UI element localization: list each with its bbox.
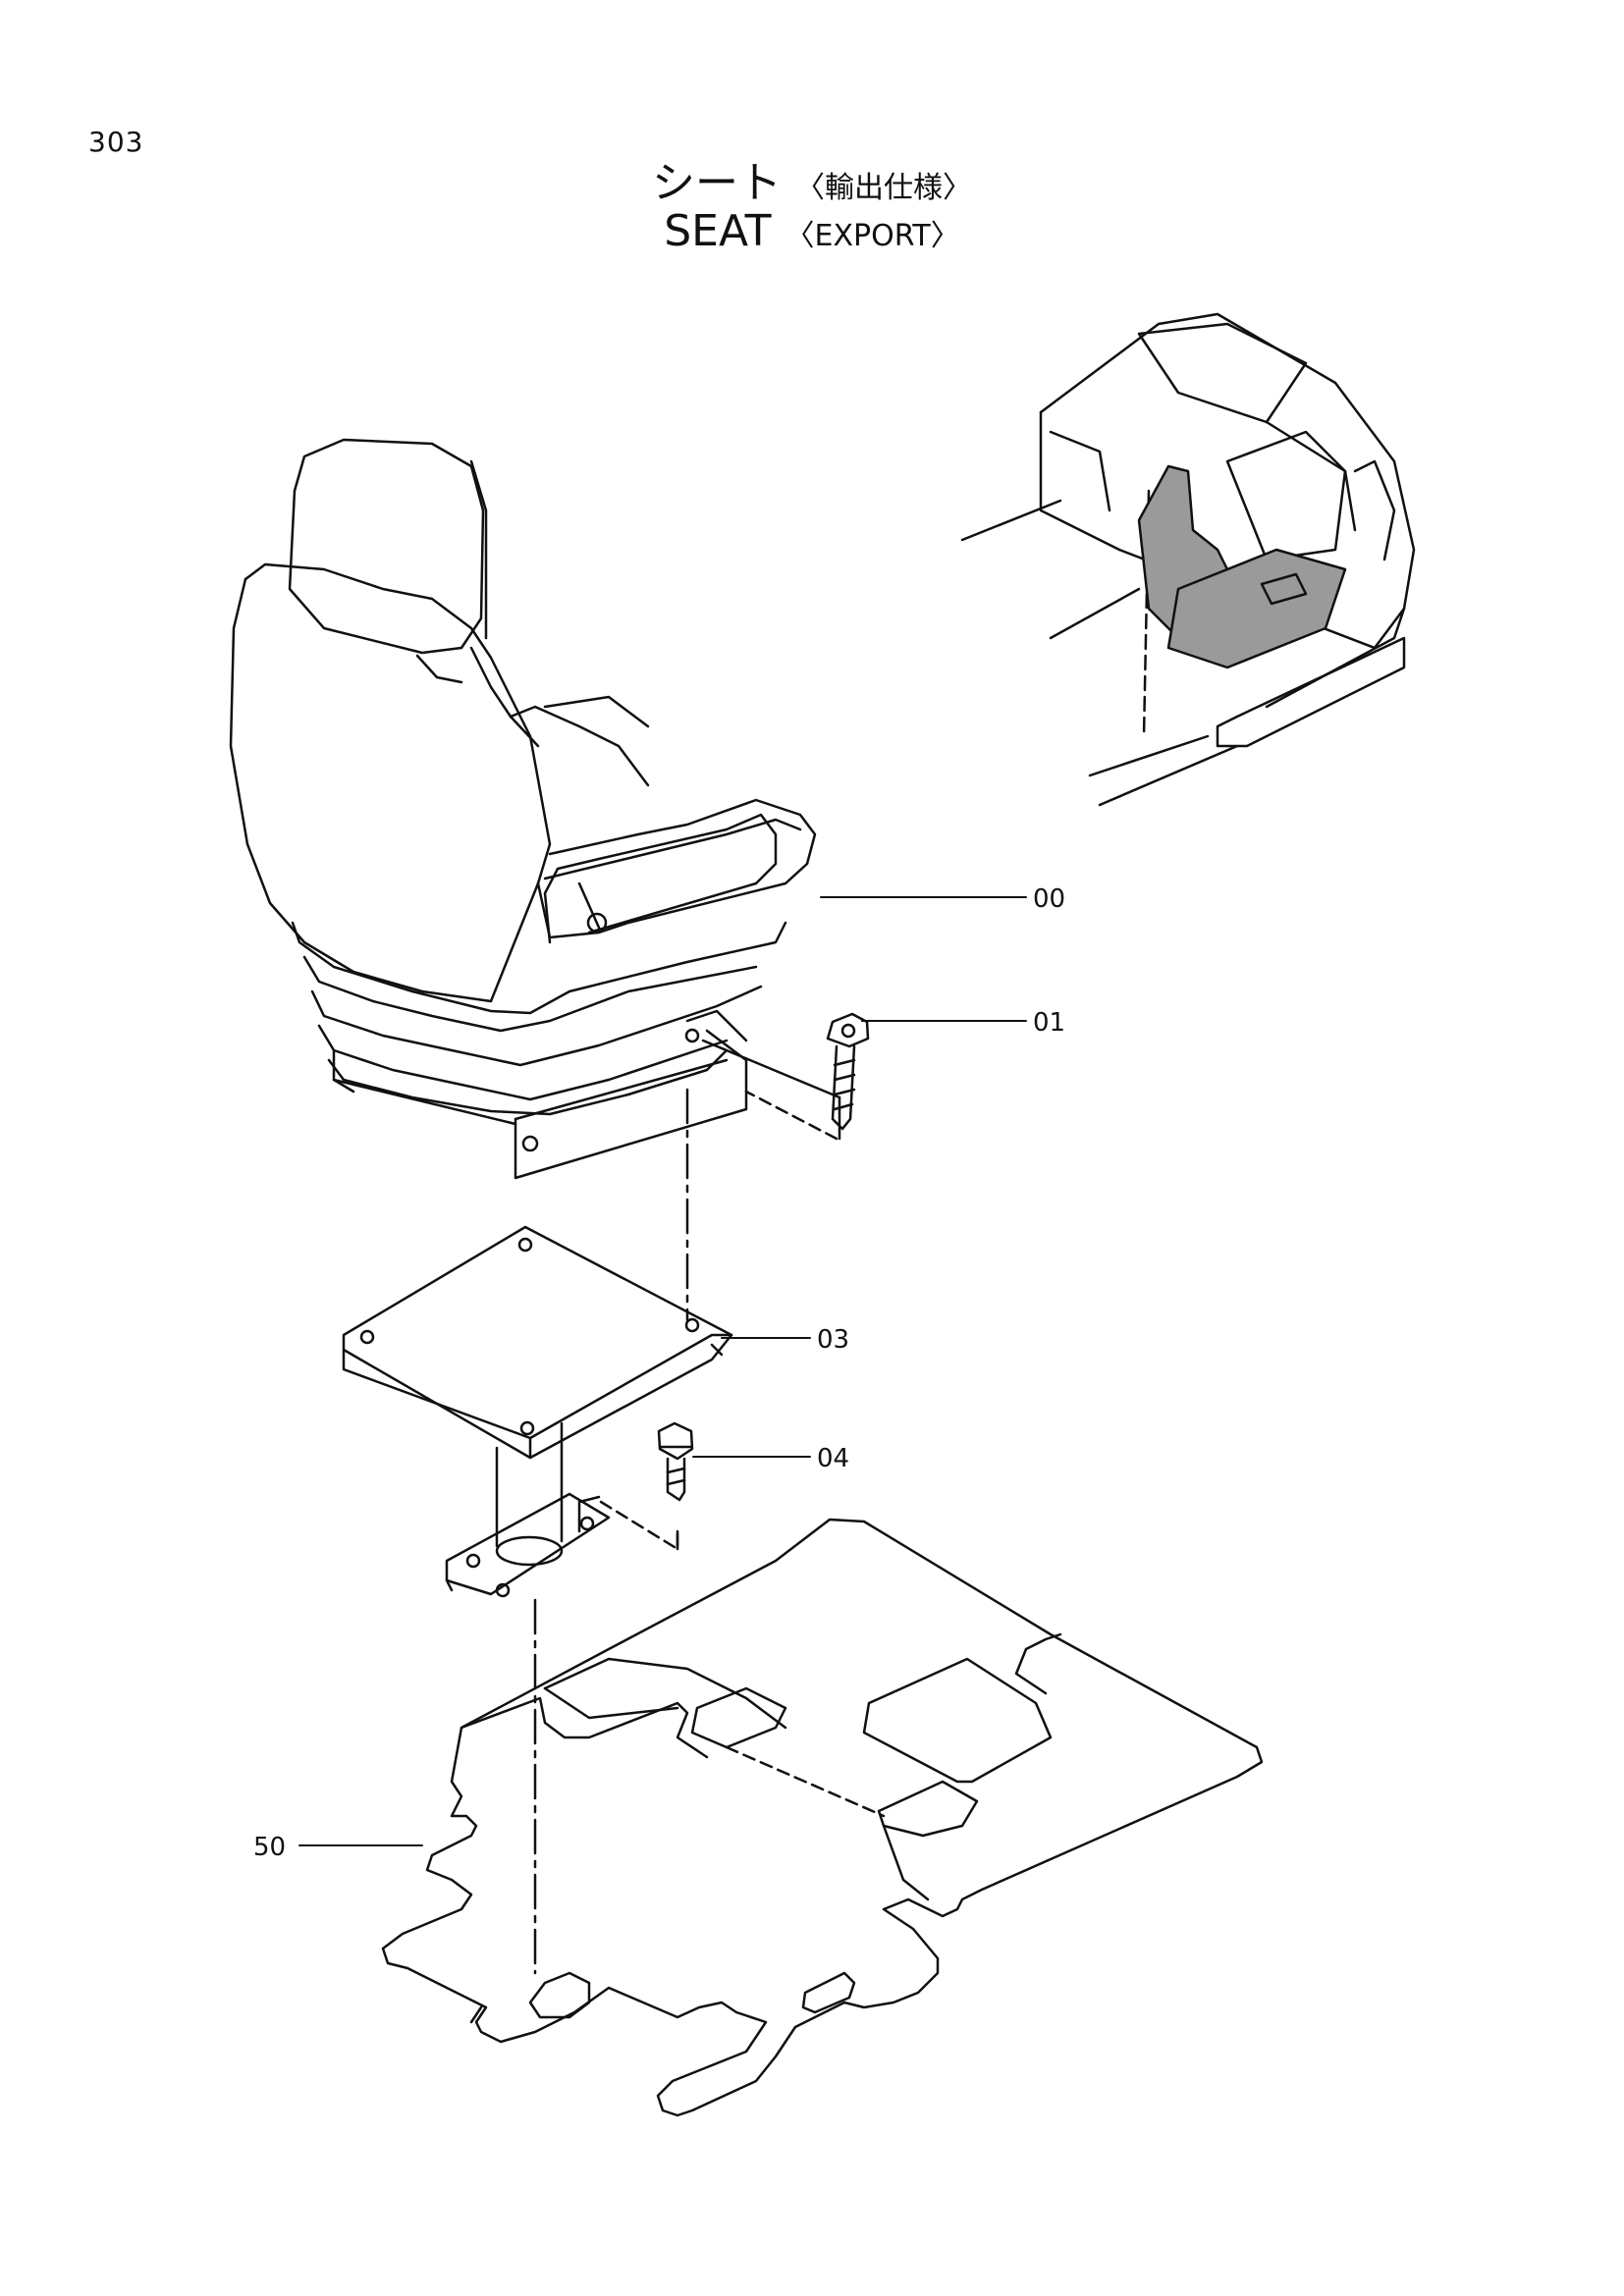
callout-50: 50 [253, 1833, 286, 1862]
title-jp-sub: 〈輸出仕様〉 [795, 171, 972, 205]
seat-assembly-drawing [229, 438, 870, 1180]
callout-leaders [298, 896, 1027, 1846]
callout-03: 03 [817, 1325, 849, 1355]
title-jp-main: シート [652, 158, 782, 208]
floor-mat-drawing [381, 1518, 1264, 2117]
callout-00: 00 [1033, 884, 1065, 914]
callout-01: 01 [1033, 1008, 1065, 1038]
cab-seat-hatched [1137, 464, 1347, 669]
title-japanese: シート 〈輸出仕様〉 [0, 147, 1624, 210]
page-number: 303 [88, 126, 144, 158]
title-english: SEAT 〈EXPORT〉 [0, 206, 1624, 256]
title-en-sub: 〈EXPORT〉 [785, 219, 960, 253]
seat-stand-drawing [342, 1088, 733, 1975]
callout-04: 04 [817, 1444, 849, 1473]
title-en-main: SEAT [664, 206, 772, 256]
cab-location-illustration [960, 312, 1416, 807]
